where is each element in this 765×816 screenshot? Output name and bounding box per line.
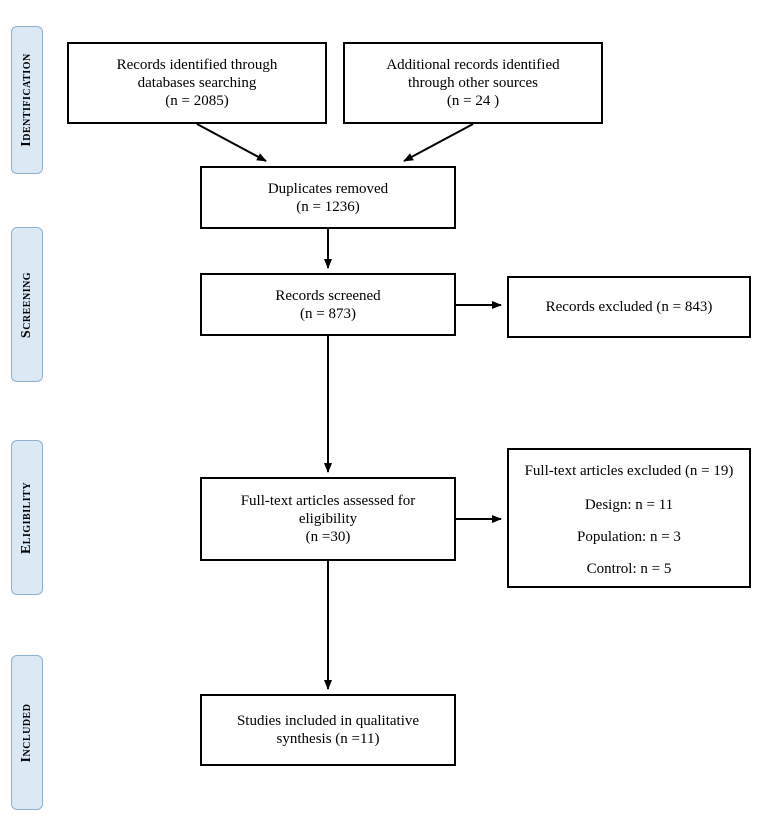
phase-screening: Screening xyxy=(11,227,43,382)
additional-records-line2: through other sources xyxy=(408,75,538,91)
exclusion-reason-design: Design: n = 11 xyxy=(584,497,674,513)
exclusion-reason-control: Control: n = 5 xyxy=(586,561,672,577)
records-identified-line1: Records identified through xyxy=(116,57,278,73)
duplicates-removed-label: Duplicates removed xyxy=(267,180,389,197)
records-screened-label: Records screened xyxy=(275,287,381,304)
fulltext-assessed-line1: Full-text articles assessed for xyxy=(240,493,416,509)
studies-included-line2: synthesis (n =11) xyxy=(276,731,380,747)
records-screened-count: (n = 873) xyxy=(300,305,356,322)
fulltext-excluded-box: Full-text articles excluded (n = 19) Des… xyxy=(507,448,751,588)
fulltext-assessed-count: (n =30) xyxy=(305,529,351,545)
arrow-identified-to-duplicates xyxy=(196,123,267,162)
additional-records-box: Additional records identified through ot… xyxy=(343,42,603,124)
studies-included-line1: Studies included in qualitative xyxy=(236,713,420,729)
additional-records-count: (n = 24 ) xyxy=(446,93,500,109)
records-identified-line2: databases searching xyxy=(137,75,257,91)
records-identified-count: (n = 2085) xyxy=(165,93,229,109)
records-identified-box: Records identified through databases sea… xyxy=(67,42,327,124)
records-screened-box: Records screened (n = 873) xyxy=(200,273,456,336)
additional-records-line1: Additional records identified xyxy=(386,57,560,73)
studies-included-box: Studies included in qualitative synthesi… xyxy=(200,694,456,766)
phase-eligibility: Eligibility xyxy=(11,440,43,595)
fulltext-assessed-line2: eligibility xyxy=(298,511,358,527)
duplicates-removed-count: (n = 1236) xyxy=(296,198,360,215)
fulltext-excluded-header: Full-text articles excluded (n = 19) xyxy=(524,463,734,479)
phase-identification: Identification xyxy=(11,26,43,174)
exclusion-reason-population: Population: n = 3 xyxy=(577,529,681,545)
records-excluded-box: Records excluded (n = 843) xyxy=(507,276,751,338)
records-excluded-label: Records excluded (n = 843) xyxy=(545,299,713,315)
fulltext-assessed-box: Full-text articles assessed for eligibil… xyxy=(200,477,456,561)
phase-included: Included xyxy=(11,655,43,810)
duplicates-removed-box: Duplicates removed (n = 1236) xyxy=(200,166,456,229)
arrow-additional-to-duplicates xyxy=(403,123,474,162)
